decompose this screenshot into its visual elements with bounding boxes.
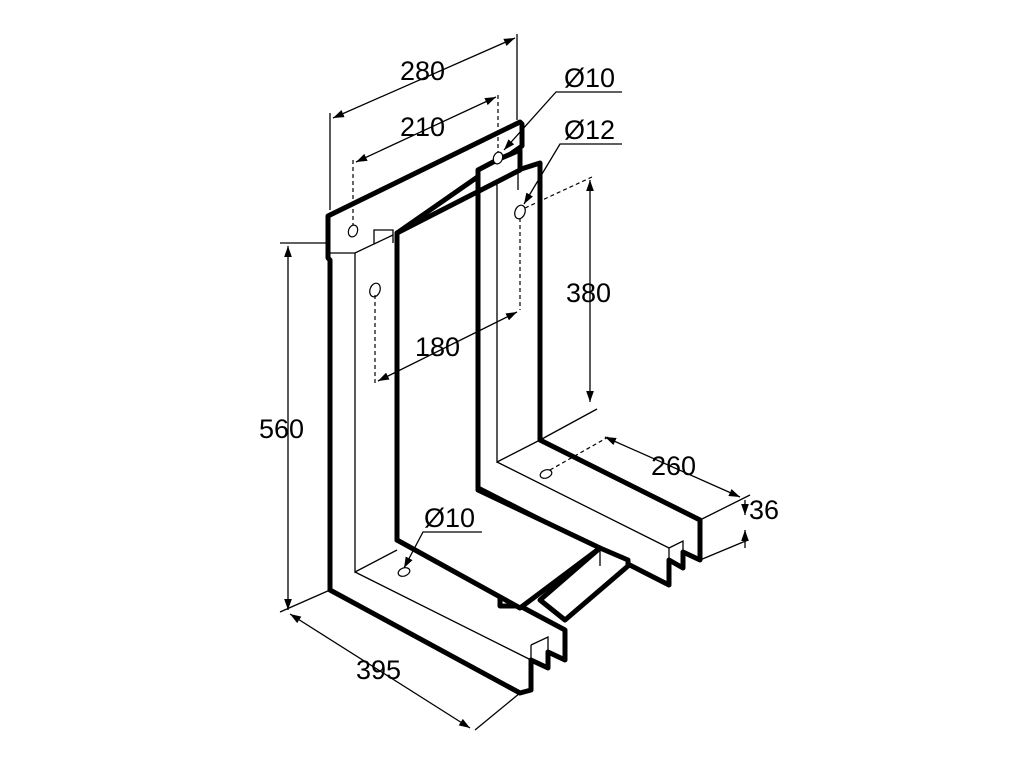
- base-hole-dia-label: Ø10: [424, 503, 475, 533]
- leader-lines: [403, 91, 622, 569]
- depth-label: 395: [356, 655, 401, 685]
- inner-spacing-label: 180: [415, 332, 460, 362]
- dimension-lines: [284, 37, 749, 729]
- thickness-label: 36: [749, 495, 779, 525]
- front-bracket: [325, 119, 603, 696]
- leg-hole-spacing-label: 260: [651, 451, 696, 481]
- overall-width-label: 280: [400, 56, 445, 86]
- hole-dia-top-label: Ø10: [564, 63, 615, 93]
- vertical-spacing-label: 380: [566, 278, 611, 308]
- hole-dia-upper-label: Ø12: [564, 115, 615, 145]
- extension-lines: [279, 34, 751, 731]
- hole-spacing-label: 210: [400, 112, 445, 142]
- height-label: 560: [259, 414, 304, 444]
